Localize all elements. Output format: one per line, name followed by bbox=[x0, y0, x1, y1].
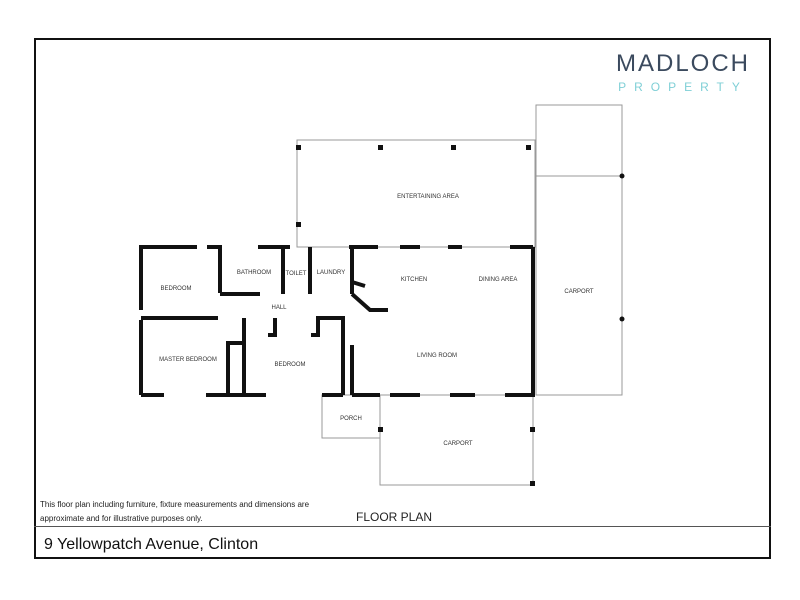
room-label-bedroom-2: BEDROOM bbox=[274, 362, 305, 368]
room-label-living: LIVING ROOM bbox=[417, 353, 457, 359]
room-label-porch: PORCH bbox=[340, 416, 362, 422]
room-label-hall: HALL bbox=[271, 305, 287, 311]
posts bbox=[296, 145, 625, 486]
room-label-laundry: LAUNDRY bbox=[317, 270, 346, 276]
brand-name: MADLOCH bbox=[615, 50, 750, 77]
floor-plan-title: FLOOR PLAN bbox=[356, 510, 433, 524]
room-label-bedroom: BEDROOM bbox=[160, 286, 191, 292]
divider bbox=[34, 526, 771, 527]
brand-logo: MADLOCH PROPERTY bbox=[616, 50, 750, 94]
room-label-dining: DINING AREA bbox=[479, 277, 518, 283]
room-label-kitchen: KITCHEN bbox=[401, 277, 427, 283]
room-label-side-carport: CARPORT bbox=[564, 289, 594, 295]
walls bbox=[139, 245, 535, 397]
front-carport-outline bbox=[379, 394, 534, 486]
room-label-toilet: TOILET bbox=[286, 271, 307, 277]
brand-sub: PROPERTY bbox=[618, 80, 748, 94]
page-frame bbox=[34, 38, 771, 559]
disclaimer: This floor plan including furniture, fix… bbox=[40, 500, 310, 523]
property-address: 9 Yellowpatch Avenue, Clinton bbox=[44, 536, 259, 553]
side-carport-outline bbox=[535, 104, 623, 396]
room-label-entertaining: ENTERTAINING AREA bbox=[397, 194, 459, 200]
room-label-master-bedroom: MASTER BEDROOM bbox=[159, 357, 217, 363]
room-label-bathroom: BATHROOM bbox=[237, 270, 271, 276]
room-label-front-carport: CARPORT bbox=[443, 441, 473, 447]
